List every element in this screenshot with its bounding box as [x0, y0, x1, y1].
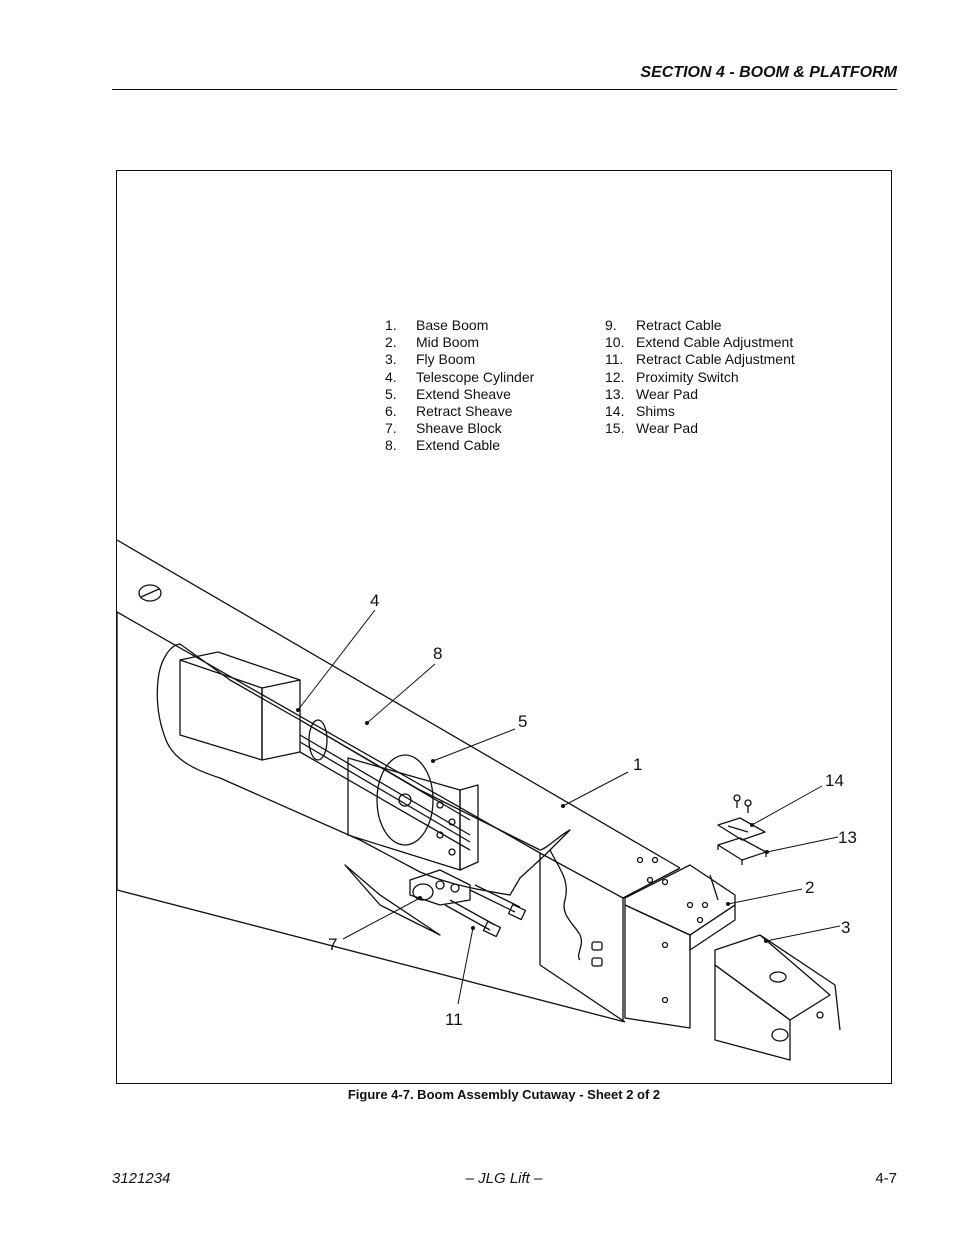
cable-adjustment-rods — [444, 884, 527, 938]
legend-number: 5. — [385, 385, 397, 402]
legend-left-column: 1. Base Boom 2. Mid Boom 3. Fly Boom 4. Tele… — [385, 317, 534, 455]
legend-label: Wear Pad — [636, 385, 698, 402]
mounting-hole — [138, 584, 162, 602]
cutaway-opening — [156, 643, 571, 896]
legend-number: 2. — [385, 334, 397, 351]
legend-label: Retract Sheave — [416, 403, 513, 420]
legend-label: Mid Boom — [416, 334, 480, 351]
section-title: SECTION 4 - BOOM & PLATFORM — [640, 64, 897, 81]
legend-number: 7. — [385, 420, 397, 437]
cutaway-edge — [549, 849, 583, 961]
legend-label: Retract Cable Adjustment — [636, 351, 795, 368]
shims-and-wear-pad — [717, 794, 767, 865]
footer-page-number: 4-7 — [875, 1170, 897, 1187]
retract-sheave-assembly — [409, 869, 471, 906]
legend-label: Extend Cable Adjustment — [636, 334, 794, 351]
legend-number: 9. — [605, 317, 617, 333]
legend-number: 1. — [385, 317, 397, 333]
legend-item: 4. Telescope Cylinder — [385, 369, 534, 386]
callout-14: 14 — [825, 771, 844, 790]
legend-label: Sheave Block — [416, 420, 502, 437]
legend-number: 12. — [605, 368, 625, 385]
fly-boom — [709, 874, 841, 1061]
legend-item: 1. Base Boom — [385, 317, 534, 334]
sheave-block — [347, 754, 479, 871]
legend-number: 8. — [385, 437, 397, 454]
callout-8: 8 — [433, 644, 442, 663]
leader-lines — [297, 609, 841, 1005]
legend-number: 10. — [605, 334, 625, 351]
legend-right-column: 9. Retract Cable 10. Extend Cable Adjustme… — [605, 317, 795, 437]
legend-item: 10. Extend Cable Adjustment — [605, 334, 795, 351]
legend-number: 6. — [385, 403, 397, 420]
legend-label: Extend Sheave — [416, 385, 511, 402]
cylinder-end-block — [179, 651, 301, 761]
callout-5: 5 — [518, 712, 527, 731]
legend-item: 15. Wear Pad — [605, 420, 795, 437]
callout-2: 2 — [805, 878, 814, 897]
header-rule — [112, 89, 897, 90]
legend-label: Wear Pad — [636, 420, 698, 437]
legend-item: 12. Proximity Switch — [605, 369, 795, 386]
legend-label: Retract Cable — [636, 317, 722, 333]
legend-item: 13. Wear Pad — [605, 386, 795, 403]
legend-item: 6. Retract Sheave — [385, 403, 534, 420]
legend-item: 14. Shims — [605, 403, 795, 420]
telescope-cylinder — [299, 719, 471, 851]
callout-13: 13 — [838, 828, 857, 847]
callout-7: 7 — [328, 935, 337, 954]
underside-fin — [344, 864, 441, 936]
legend-number: 14. — [605, 403, 625, 420]
base-boom-outline — [117, 539, 681, 1023]
legend-item: 2. Mid Boom — [385, 334, 534, 351]
footer-publisher: – JLG Lift – — [465, 1170, 543, 1187]
figure-caption: Figure 4-7. Boom Assembly Cutaway - Shee… — [347, 1087, 661, 1102]
legend-label: Base Boom — [416, 317, 489, 333]
callout-11: 11 — [445, 1010, 463, 1029]
callout-4: 4 — [370, 591, 379, 610]
callout-1: 1 — [633, 755, 642, 774]
legend-item: 3. Fly Boom — [385, 351, 534, 368]
legend-label: Extend Cable — [416, 437, 501, 454]
footer-doc-number: 3121234 — [112, 1170, 171, 1187]
legend-label: Fly Boom — [416, 351, 476, 368]
mid-boom — [591, 856, 736, 1029]
legend-number: 4. — [385, 368, 397, 385]
legend-item: 5. Extend Sheave — [385, 386, 534, 403]
legend-number: 11. — [605, 351, 624, 368]
legend-number: 15. — [605, 420, 625, 437]
legend-item: 7. Sheave Block — [385, 420, 534, 437]
legend-number: 3. — [385, 351, 397, 368]
legend-item: 9. Retract Cable — [605, 317, 795, 334]
figure-box: 1. Base Boom 2. Mid Boom 3. Fly Boom 4. Tele… — [116, 170, 892, 1084]
legend-item: 8. Extend Cable — [385, 437, 534, 454]
legend-item: 11. Retract Cable Adjustment — [605, 351, 795, 368]
legend-label: Telescope Cylinder — [416, 368, 535, 385]
legend-label: Shims — [636, 403, 675, 420]
leader-dots — [296, 708, 769, 943]
legend-number: 13. — [605, 385, 625, 402]
legend-label: Proximity Switch — [636, 368, 739, 385]
callout-3: 3 — [841, 918, 850, 937]
